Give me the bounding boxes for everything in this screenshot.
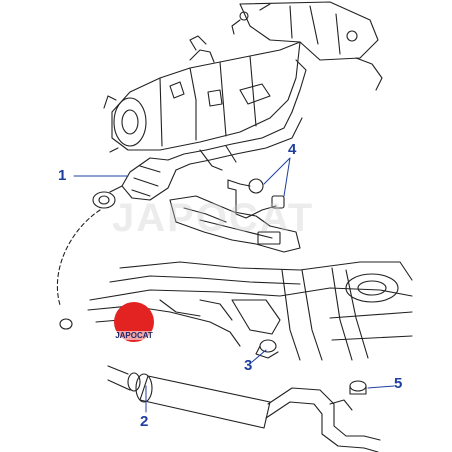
front-pipe-catalytic-converter xyxy=(92,111,303,209)
heat-shield xyxy=(169,195,301,253)
oxygen-sensor-assembly xyxy=(227,178,285,219)
clamp-parts xyxy=(59,318,367,395)
muffler-tailpipe xyxy=(107,365,381,452)
leader-dashed xyxy=(56,209,101,306)
watermark-text: JAPOCAT xyxy=(112,196,315,240)
callout-2: 2 xyxy=(140,413,149,430)
transmission-assembly xyxy=(103,1,383,153)
vehicle-frame xyxy=(87,261,413,361)
callout-4: 4 xyxy=(288,141,297,158)
brand-logo: JAPOCAT xyxy=(113,302,155,342)
callout-leaders xyxy=(73,157,395,413)
callout-3: 3 xyxy=(244,357,253,374)
brand-logo-text: JAPOCAT xyxy=(113,331,155,340)
callout-1: 1 xyxy=(58,167,67,184)
callout-5: 5 xyxy=(394,375,403,392)
